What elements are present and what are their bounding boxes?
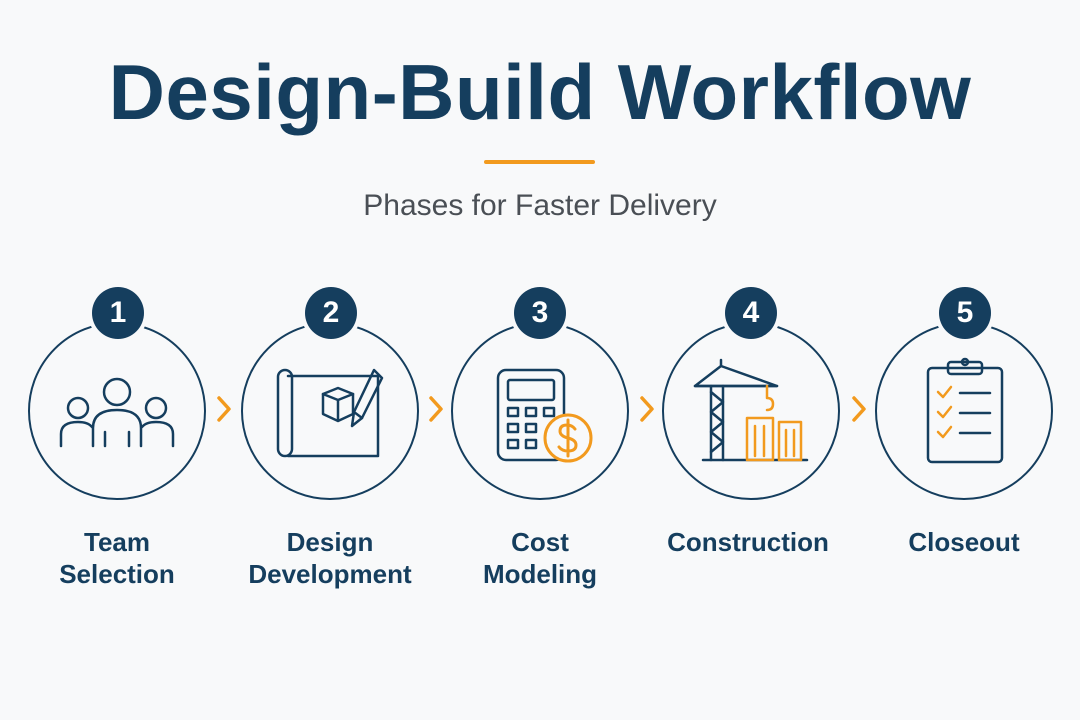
step-4-label-line-1: Construction	[667, 527, 829, 557]
chevron-right-icon	[217, 396, 231, 427]
step-2-label-line-1: Design	[286, 527, 374, 557]
step-3-label: Cost Modeling	[440, 526, 640, 590]
chevron-right-icon	[852, 396, 866, 427]
step-5-label: Closeout	[864, 526, 1064, 558]
step-5-label-line-1: Closeout	[908, 527, 1020, 557]
title-accent-divider	[484, 160, 595, 164]
step-3-circle	[451, 322, 629, 500]
step-5-badge: 5	[939, 287, 991, 339]
page-title: Design-Build Workflow	[108, 48, 972, 136]
chevron-right-icon	[640, 396, 654, 427]
people-group-icon	[57, 374, 177, 455]
step-2-label: Design Development	[230, 526, 430, 590]
chevron-right-icon	[429, 396, 443, 427]
step-2-badge: 2	[305, 287, 357, 339]
step-3-badge: 3	[514, 287, 566, 339]
blueprint-pencil-icon	[274, 364, 394, 469]
step-1-label-line-1: Team	[84, 527, 150, 557]
step-3-label-line-2: Modeling	[482, 559, 598, 589]
step-4-label: Construction	[648, 526, 848, 558]
step-1-label: Team Selection	[17, 526, 217, 590]
step-3-label-line-1: Cost	[511, 527, 569, 557]
calculator-dollar-icon	[496, 368, 596, 473]
crane-building-icon	[691, 356, 811, 471]
page-subtitle: Phases for Faster Delivery	[363, 189, 717, 222]
step-4-badge: 4	[725, 287, 777, 339]
step-2-label-line-2: Development	[248, 559, 412, 589]
step-1-label-line-2: Selection	[59, 559, 175, 589]
clipboard-checklist-icon	[926, 356, 1006, 473]
step-1-badge: 1	[92, 287, 144, 339]
step-4-circle	[662, 322, 840, 500]
step-2-circle	[241, 322, 419, 500]
